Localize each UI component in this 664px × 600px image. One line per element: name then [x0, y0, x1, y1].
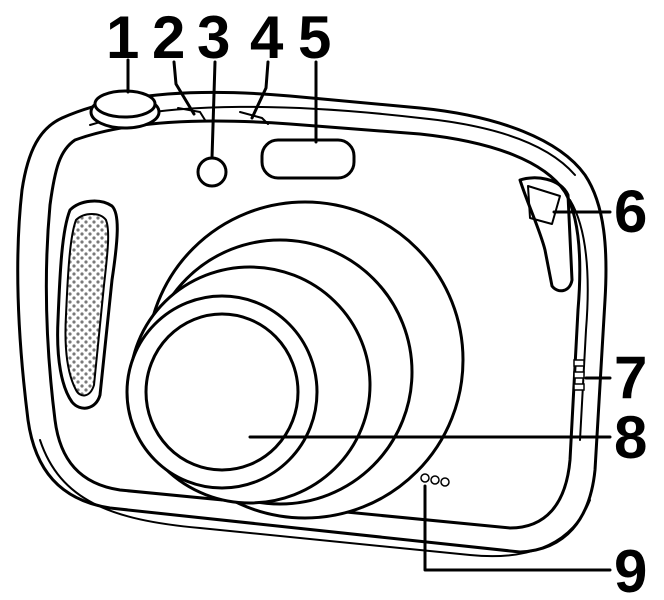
callout-2: 2 — [152, 4, 185, 71]
camera-body — [16, 90, 608, 558]
callout-6: 6 — [614, 178, 647, 245]
leader-lines — [126, 58, 612, 572]
self-timer-lamp — [196, 156, 228, 188]
callout-labels: 1 2 3 4 5 6 7 8 9 — [106, 4, 647, 600]
flash — [260, 138, 356, 180]
leader-2 — [172, 60, 196, 116]
callout-5: 5 — [298, 4, 331, 71]
callout-7: 7 — [614, 344, 647, 411]
callout-4: 4 — [250, 4, 284, 71]
strap-eyelet — [518, 176, 574, 293]
leader-3 — [210, 60, 217, 160]
callout-3: 3 — [197, 4, 230, 71]
microphone — [420, 473, 450, 487]
callout-9: 9 — [614, 538, 647, 600]
hand-grip — [56, 199, 119, 410]
speaker-vents — [573, 359, 585, 391]
shutter-button — [89, 89, 161, 130]
leader-9 — [423, 484, 612, 572]
callout-1: 1 — [106, 4, 139, 71]
leader-4 — [250, 60, 270, 120]
top-controls — [177, 107, 269, 125]
callout-8: 8 — [614, 404, 647, 471]
lens-assembly — [125, 200, 465, 520]
